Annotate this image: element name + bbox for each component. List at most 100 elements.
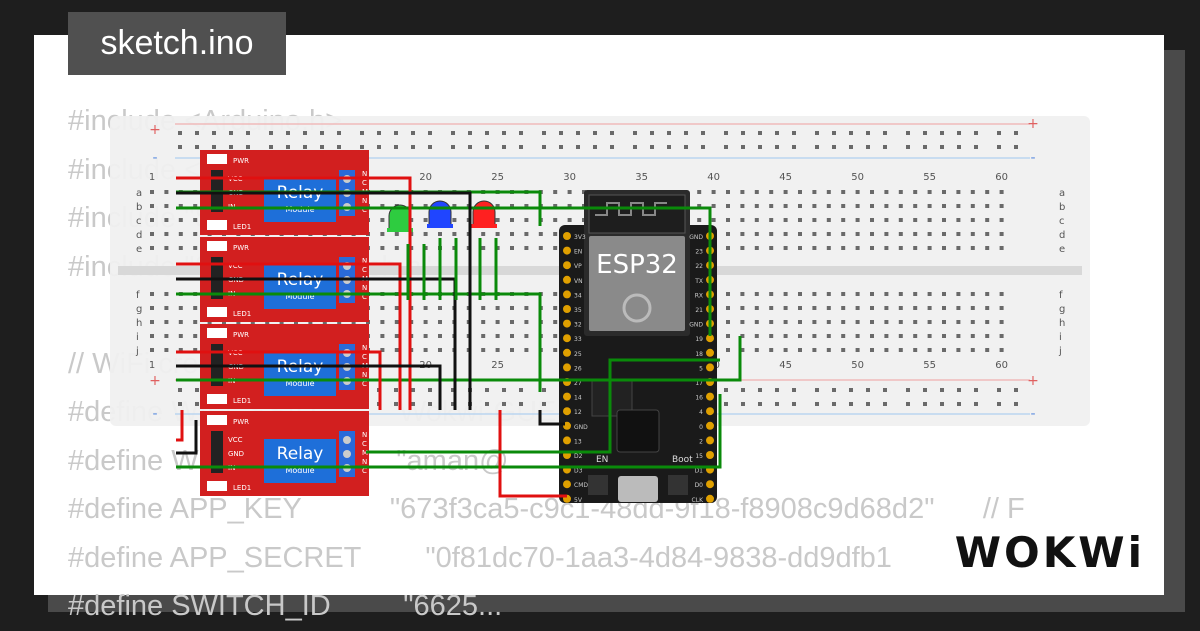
breadboard-hole[interactable] bbox=[812, 190, 817, 194]
breadboard-hole[interactable] bbox=[726, 190, 730, 194]
breadboard-hole[interactable] bbox=[942, 306, 946, 310]
breadboard-hole[interactable] bbox=[495, 306, 500, 310]
breadboard-hole[interactable] bbox=[884, 306, 889, 310]
breadboard-hole[interactable] bbox=[913, 232, 918, 236]
breadboard-hole[interactable] bbox=[510, 204, 514, 208]
breadboard-hole[interactable] bbox=[495, 232, 500, 236]
rail-hole[interactable] bbox=[997, 145, 1001, 149]
breadboard-hole[interactable] bbox=[553, 292, 558, 296]
breadboard-hole[interactable] bbox=[769, 204, 774, 208]
esp32-pin[interactable] bbox=[563, 305, 571, 313]
breadboard-hole[interactable] bbox=[423, 348, 428, 352]
rail-hole[interactable] bbox=[428, 388, 432, 392]
breadboard-hole[interactable] bbox=[423, 218, 428, 222]
breadboard-hole[interactable] bbox=[769, 334, 774, 338]
breadboard-hole[interactable] bbox=[999, 246, 1004, 250]
breadboard-hole[interactable] bbox=[740, 218, 745, 222]
rail-hole[interactable] bbox=[411, 402, 415, 406]
rail-hole[interactable] bbox=[724, 402, 728, 406]
esp32-pin[interactable] bbox=[706, 494, 714, 503]
breadboard-hole[interactable] bbox=[783, 246, 788, 250]
boot-button[interactable] bbox=[668, 475, 688, 495]
breadboard-hole[interactable] bbox=[898, 232, 903, 236]
breadboard-hole[interactable] bbox=[942, 292, 946, 296]
breadboard-hole[interactable] bbox=[193, 348, 198, 352]
breadboard-hole[interactable] bbox=[423, 246, 428, 250]
breadboard-hole[interactable] bbox=[164, 190, 169, 194]
breadboard-hole[interactable] bbox=[985, 204, 990, 208]
breadboard-hole[interactable] bbox=[150, 232, 154, 236]
breadboard-hole[interactable] bbox=[164, 218, 169, 222]
breadboard-hole[interactable] bbox=[438, 232, 442, 236]
breadboard-hole[interactable] bbox=[884, 190, 889, 194]
esp32-pin[interactable] bbox=[563, 363, 571, 372]
breadboard-hole[interactable] bbox=[510, 218, 514, 222]
breadboard-hole[interactable] bbox=[769, 306, 774, 310]
breadboard-hole[interactable] bbox=[423, 306, 428, 310]
breadboard-hole[interactable] bbox=[898, 218, 903, 222]
breadboard-hole[interactable] bbox=[711, 218, 716, 222]
esp32-pin[interactable] bbox=[563, 319, 571, 328]
breadboard-hole[interactable] bbox=[783, 232, 788, 236]
breadboard-hole[interactable] bbox=[942, 190, 946, 194]
rail-hole[interactable] bbox=[428, 402, 432, 406]
breadboard-hole[interactable] bbox=[150, 292, 154, 296]
breadboard-hole[interactable] bbox=[150, 246, 154, 250]
breadboard-hole[interactable] bbox=[481, 306, 486, 310]
breadboard-hole[interactable] bbox=[553, 320, 558, 324]
breadboard-hole[interactable] bbox=[380, 334, 385, 338]
rail-hole[interactable] bbox=[559, 145, 563, 149]
rail-hole[interactable] bbox=[741, 131, 745, 135]
breadboard-hole[interactable] bbox=[798, 232, 802, 236]
breadboard-hole[interactable] bbox=[985, 348, 990, 352]
breadboard-hole[interactable] bbox=[898, 334, 903, 338]
breadboard-hole[interactable] bbox=[841, 320, 846, 324]
rail-hole[interactable] bbox=[792, 388, 796, 392]
breadboard-hole[interactable] bbox=[553, 246, 558, 250]
esp32-pin[interactable] bbox=[706, 407, 714, 416]
breadboard-hole[interactable] bbox=[970, 292, 975, 296]
rail-hole[interactable] bbox=[519, 145, 523, 149]
breadboard-hole[interactable] bbox=[798, 190, 802, 194]
rail-hole[interactable] bbox=[775, 131, 779, 135]
rail-hole[interactable] bbox=[178, 402, 182, 406]
rail-hole[interactable] bbox=[212, 145, 216, 149]
breadboard-hole[interactable] bbox=[481, 348, 486, 352]
breadboard-hole[interactable] bbox=[898, 320, 903, 324]
breadboard-hole[interactable] bbox=[164, 232, 169, 236]
rail-hole[interactable] bbox=[485, 388, 489, 392]
rail-hole[interactable] bbox=[815, 131, 819, 135]
rail-hole[interactable] bbox=[997, 388, 1001, 392]
breadboard-hole[interactable] bbox=[553, 218, 558, 222]
breadboard-hole[interactable] bbox=[193, 306, 198, 310]
rail-hole[interactable] bbox=[195, 388, 199, 392]
rail-hole[interactable] bbox=[775, 402, 779, 406]
breadboard-hole[interactable] bbox=[841, 348, 846, 352]
rail-hole[interactable] bbox=[832, 131, 836, 135]
breadboard-hole[interactable] bbox=[740, 204, 745, 208]
breadboard-hole[interactable] bbox=[884, 232, 889, 236]
rail-hole[interactable] bbox=[542, 145, 546, 149]
breadboard-hole[interactable] bbox=[754, 320, 759, 324]
breadboard-hole[interactable] bbox=[798, 292, 802, 296]
breadboard-hole[interactable] bbox=[898, 204, 903, 208]
breadboard-hole[interactable] bbox=[898, 306, 903, 310]
rail-hole[interactable] bbox=[212, 131, 216, 135]
breadboard-hole[interactable] bbox=[812, 232, 817, 236]
breadboard-hole[interactable] bbox=[481, 334, 486, 338]
rail-hole[interactable] bbox=[906, 131, 910, 135]
breadboard-hole[interactable] bbox=[524, 334, 529, 338]
breadboard-hole[interactable] bbox=[164, 348, 169, 352]
breadboard-hole[interactable] bbox=[927, 190, 932, 194]
breadboard-hole[interactable] bbox=[438, 306, 442, 310]
breadboard-hole[interactable] bbox=[942, 232, 946, 236]
breadboard-hole[interactable] bbox=[798, 218, 802, 222]
breadboard-hole[interactable] bbox=[798, 306, 802, 310]
breadboard-hole[interactable] bbox=[841, 334, 846, 338]
breadboard-hole[interactable] bbox=[524, 246, 529, 250]
rail-hole[interactable] bbox=[792, 131, 796, 135]
file-tab-sketch[interactable]: sketch.ino bbox=[68, 12, 286, 75]
breadboard-hole[interactable] bbox=[898, 246, 903, 250]
breadboard-hole[interactable] bbox=[423, 320, 428, 324]
rail-hole[interactable] bbox=[485, 145, 489, 149]
